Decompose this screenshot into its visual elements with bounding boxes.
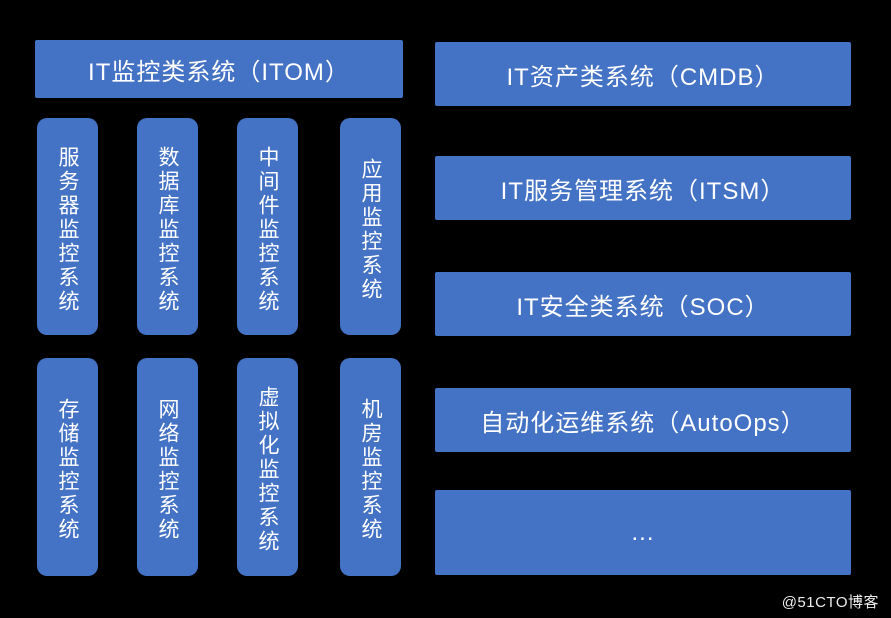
database-monitoring-block: 数据库监控系统 [137,118,198,335]
datacenter-monitoring-block: 机房监控系统 [340,358,401,576]
middleware-monitoring-block: 中间件监控系统 [237,118,298,335]
network-monitoring-block: 网络监控系统 [137,358,198,576]
autoops-bar: 自动化运维系统（AutoOps） [435,388,851,452]
more-systems-bar: ... [435,490,851,575]
virtualization-monitoring-block: 虚拟化监控系统 [237,358,298,576]
cmdb-bar: IT资产类系统（CMDB） [435,42,851,106]
itsm-bar: IT服务管理系统（ITSM） [435,156,851,220]
server-monitoring-block: 服务器监控系统 [37,118,98,335]
itom-header-block: IT监控类系统（ITOM） [35,40,403,98]
app-monitoring-block: 应用监控系统 [340,118,401,335]
storage-monitoring-block: 存储监控系统 [37,358,98,576]
soc-bar: IT安全类系统（SOC） [435,272,851,336]
watermark-51cto: @51CTO博客 [781,594,879,611]
